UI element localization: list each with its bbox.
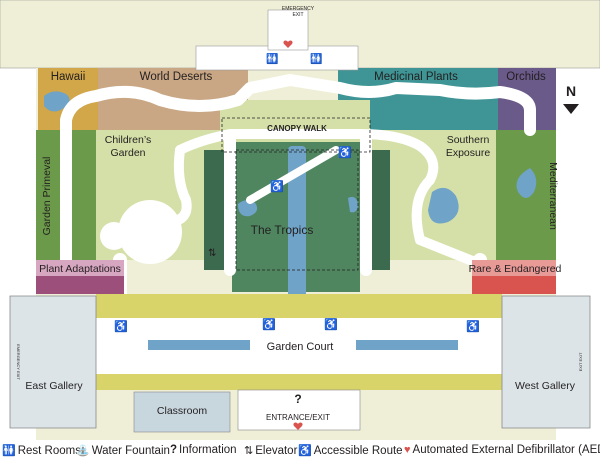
rare-band bbox=[472, 260, 556, 276]
hawaii-water bbox=[44, 91, 70, 112]
legend-elevator: ⇅ Elevator bbox=[244, 444, 298, 458]
area-east-gallery[interactable] bbox=[9, 295, 97, 429]
legend-rest-rooms: 🚻 Rest Rooms bbox=[2, 444, 81, 458]
label-world-deserts: World Deserts bbox=[140, 71, 213, 83]
elevator-icon: ⇅ bbox=[208, 248, 216, 259]
info-mark: ? bbox=[294, 392, 301, 406]
legend-aed-label: Automated External Defibrillator (AED) bbox=[412, 444, 600, 456]
label-orchids: Orchids bbox=[506, 71, 546, 83]
north-arrow-icon bbox=[563, 104, 579, 114]
restroom-icon-right: 🚻 bbox=[310, 52, 322, 65]
restroom-icon: 🚻 bbox=[2, 445, 16, 457]
emergency-exit-top-1: EMERGENCY bbox=[282, 6, 315, 12]
court-water-right bbox=[356, 340, 458, 350]
label-classroom: Classroom bbox=[157, 405, 207, 417]
tropics-water bbox=[238, 200, 258, 217]
svg-text:♿: ♿ bbox=[324, 318, 338, 331]
aed-icon-entrance bbox=[293, 422, 303, 430]
label-medicinal-plants: Medicinal Plants bbox=[374, 71, 458, 83]
legend-information: ? Information bbox=[170, 444, 237, 456]
svg-text:♿: ♿ bbox=[466, 320, 480, 333]
court-upper-yellow-right bbox=[322, 296, 470, 314]
area-classroom[interactable] bbox=[133, 391, 231, 433]
svg-text:♿: ♿ bbox=[262, 318, 276, 331]
label-southern-exposure-2: Exposure bbox=[446, 147, 491, 159]
legend-rest-rooms-label: Rest Rooms bbox=[17, 444, 81, 457]
label-west-gallery: West Gallery bbox=[515, 380, 576, 392]
tropics-water2 bbox=[348, 196, 358, 213]
aed-legend-icon: ♥ bbox=[404, 444, 411, 456]
label-childrens-garden-1: Children’s bbox=[105, 134, 152, 146]
label-canopy-walk: CANOPY WALK bbox=[267, 124, 327, 133]
label-garden-court: Garden Court bbox=[267, 341, 334, 353]
childrens-plaza bbox=[118, 200, 182, 264]
label-garden-primeval: Garden Primeval bbox=[41, 157, 53, 236]
legend: 🚻 Rest Rooms ⛲ Water Fountain ? Informat… bbox=[0, 441, 600, 464]
accessible-legend-icon: ♿ bbox=[298, 445, 312, 457]
emergency-exit-right: EXIT EXIT bbox=[578, 352, 583, 371]
canopy-walk-outline bbox=[221, 117, 371, 153]
area-west-gallery[interactable] bbox=[501, 295, 591, 429]
accessible-icon: ♿ ♿ ♿ ♿ ♿ ♿ bbox=[114, 146, 480, 333]
svg-text:♿: ♿ bbox=[338, 146, 352, 159]
mediterranean-water bbox=[516, 168, 537, 198]
legend-information-label: Information bbox=[179, 444, 237, 456]
childrens-plaza-small bbox=[100, 222, 128, 250]
information-icon: ? bbox=[170, 444, 178, 456]
label-mediterranean: Mediterranean bbox=[547, 162, 559, 230]
legend-aed: ♥ Automated External Defibrillator (AED) bbox=[404, 444, 600, 456]
water-fountain-icon: ⛲ bbox=[76, 445, 90, 457]
southern-water bbox=[428, 187, 459, 224]
label-hawaii: Hawaii bbox=[51, 71, 86, 83]
legend-elevator-label: Elevator bbox=[255, 444, 298, 457]
label-east-gallery: East Gallery bbox=[25, 380, 83, 392]
court-water-left bbox=[148, 340, 250, 350]
label-southern-exposure-1: Southern bbox=[447, 134, 490, 146]
north-label: N bbox=[566, 83, 576, 99]
legend-water-fountain: ⛲ Water Fountain bbox=[76, 444, 170, 458]
walkways bbox=[60, 74, 536, 307]
emergency-exit-left: EMERGENCY EXIT bbox=[16, 344, 21, 380]
emergency-exit-top-2: EXIT bbox=[292, 12, 303, 18]
legend-accessible-route-label: Accessible Route bbox=[313, 444, 403, 457]
tropics-water-channel bbox=[288, 146, 306, 312]
label-plant-adaptations: Plant Adaptations bbox=[39, 263, 121, 275]
label-rare-endangered: Rare & Endangered bbox=[469, 263, 562, 275]
plant-adaptations-band bbox=[36, 260, 124, 276]
top-hall bbox=[195, 45, 359, 71]
aed-icon-top bbox=[283, 40, 293, 48]
canopy-walk-outline2 bbox=[235, 149, 359, 271]
court-upper-yellow-left bbox=[128, 296, 276, 314]
svg-text:♿: ♿ bbox=[114, 320, 128, 333]
label-entrance-exit: ENTRANCE/EXIT bbox=[266, 413, 330, 422]
label-childrens-garden-2: Garden bbox=[110, 147, 145, 159]
label-the-tropics: The Tropics bbox=[251, 223, 314, 237]
legend-water-fountain-label: Water Fountain bbox=[91, 444, 170, 457]
elevator-legend-icon: ⇅ bbox=[244, 445, 254, 457]
restroom-icon-left: 🚻 bbox=[266, 52, 278, 65]
svg-text:♿: ♿ bbox=[270, 180, 284, 193]
legend-accessible-route: ♿ Accessible Route bbox=[298, 444, 403, 458]
